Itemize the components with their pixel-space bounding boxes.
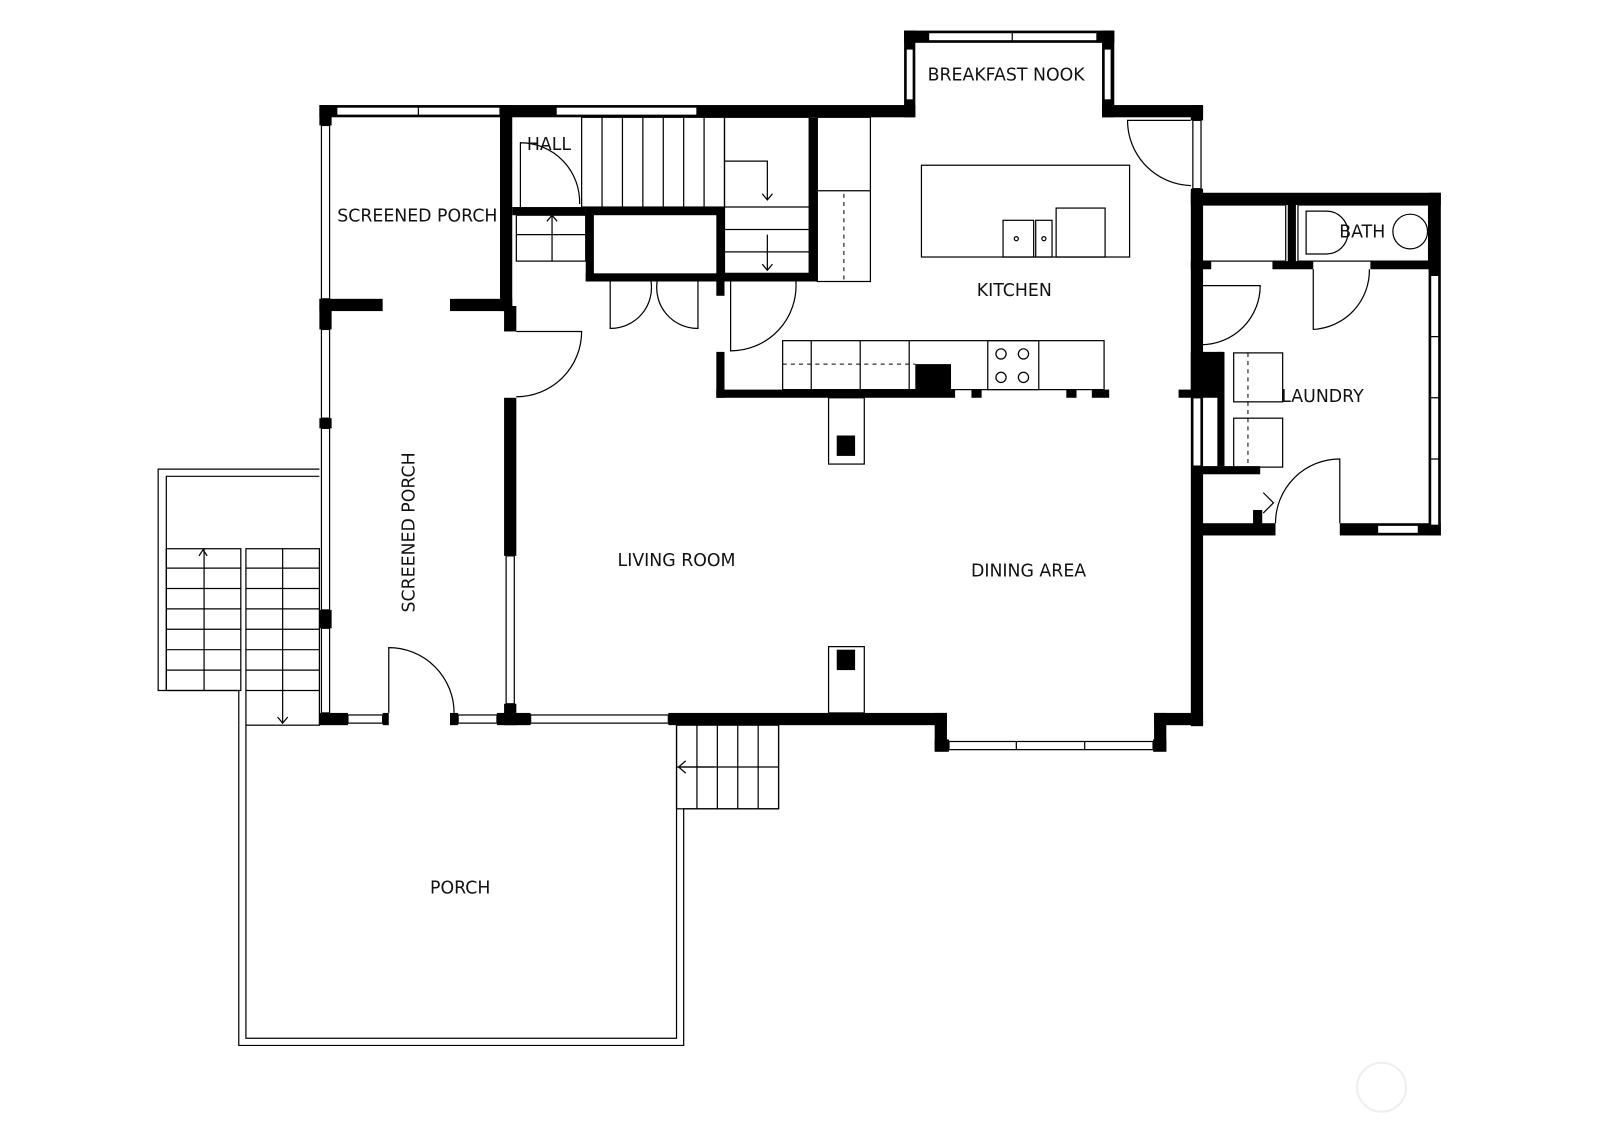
front-steps <box>675 724 780 810</box>
label-dining-area: DINING AREA <box>971 561 1086 581</box>
interior-stairs <box>515 116 872 283</box>
kitchen-fixtures <box>782 164 1131 391</box>
doors <box>388 119 1371 713</box>
label-kitchen: KITCHEN <box>977 281 1052 301</box>
label-laundry: LAUNDRY <box>1281 387 1364 407</box>
label-porch: PORCH <box>430 878 490 898</box>
walls <box>319 30 1441 752</box>
label-screened-porch-top: SCREENED PORCH <box>337 206 497 226</box>
label-bath: BATH <box>1339 223 1385 243</box>
label-living-room: LIVING ROOM <box>618 551 736 571</box>
label-screened-porch-side: SCREENED PORCH <box>399 452 419 612</box>
windows <box>320 32 1440 751</box>
porch-deck <box>238 725 780 1047</box>
watermark-logo <box>1356 1061 1408 1113</box>
bath-laundry-fixtures <box>1198 204 1430 468</box>
label-breakfast-nook: BREAKFAST NOOK <box>928 66 1086 86</box>
side-stairs <box>157 468 320 726</box>
label-hall: HALL <box>527 135 572 155</box>
